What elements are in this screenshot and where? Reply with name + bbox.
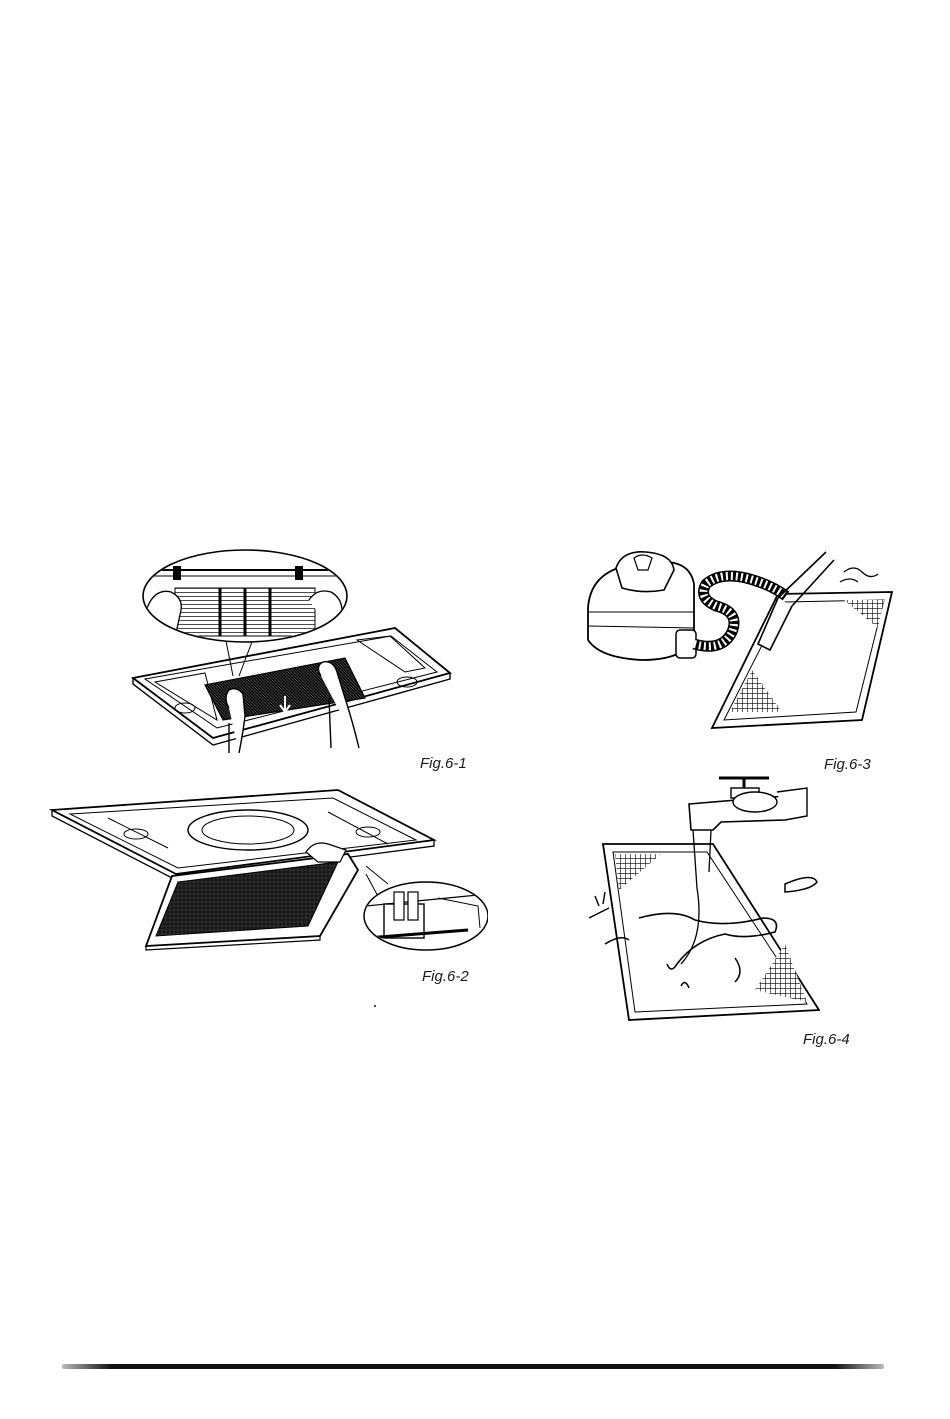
stray-mark bbox=[374, 1005, 376, 1007]
fig-6-2-caption: Fig.6-2 bbox=[422, 968, 469, 985]
fig-6-4-caption: Fig.6-4 bbox=[803, 1031, 850, 1048]
fig-6-1-caption: Fig.6-1 bbox=[420, 755, 467, 772]
figure-6-2 bbox=[48, 788, 488, 953]
remove-filter-illustration bbox=[125, 548, 465, 753]
faucet-wash-illustration bbox=[585, 768, 820, 1023]
filter-open-illustration bbox=[48, 788, 488, 953]
footer-rule bbox=[62, 1364, 884, 1369]
vacuum-cleaner-illustration bbox=[582, 548, 897, 738]
fig-6-3-caption: Fig.6-3 bbox=[824, 756, 871, 773]
figure-6-1 bbox=[125, 548, 465, 753]
figure-6-3 bbox=[582, 548, 897, 738]
figure-6-4 bbox=[585, 768, 820, 1023]
